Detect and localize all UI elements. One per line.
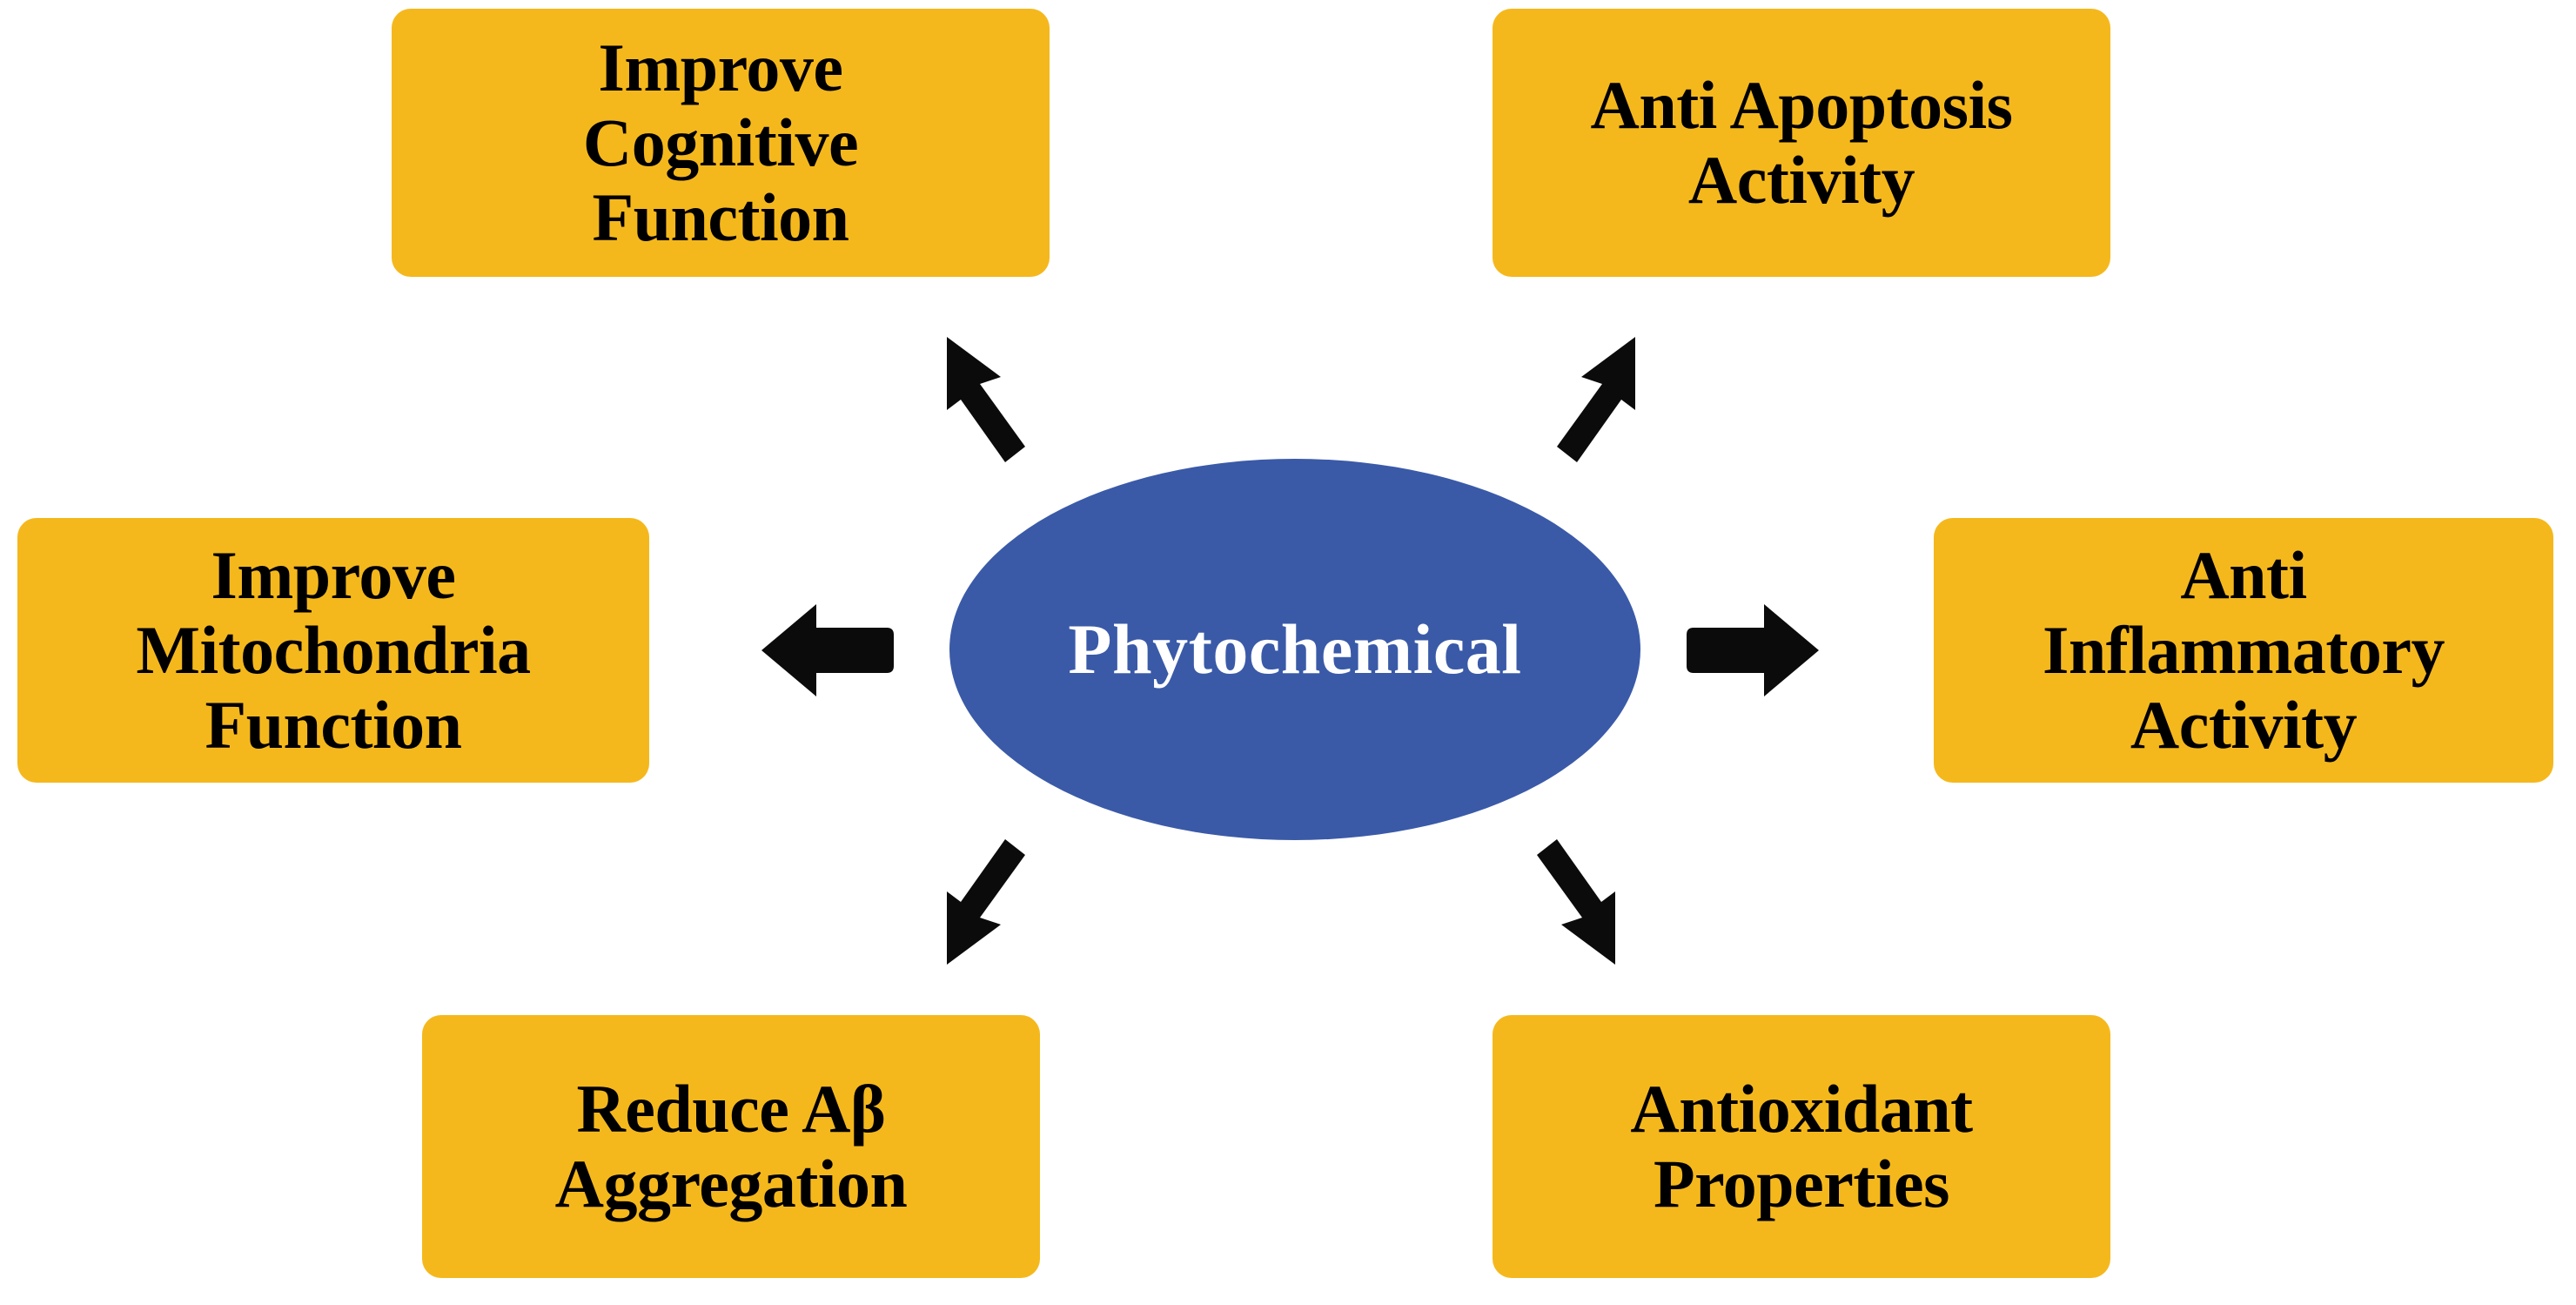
node-label-anti-apoptosis-activity: Anti Apoptosis Activity [1590,67,2014,218]
arrow-down-right-icon [1537,839,1615,965]
node-label-reduce-abeta-aggregation: Reduce Aβ Aggregation [554,1071,908,1221]
arrow-up-right-icon [1557,337,1635,462]
center-node-phytochemical[interactable]: Phytochemical [949,459,1640,840]
center-node-label: Phytochemical [1068,609,1522,689]
node-antioxidant-properties[interactable]: Antioxidant Properties [1493,1015,2110,1278]
node-label-improve-cognitive-function: Improve Cognitive Function [582,30,859,255]
node-label-improve-mitochondria-function: Improve Mitochondria Function [136,537,531,763]
arrow-left-icon [761,604,894,696]
arrow-down-left-icon [947,839,1025,965]
node-improve-mitochondria-function[interactable]: Improve Mitochondria Function [17,518,649,783]
node-label-anti-inflammatory-activity: Anti Inflammatory Activity [2043,537,2445,763]
node-label-antioxidant-properties: Antioxidant Properties [1630,1071,1973,1221]
node-anti-apoptosis-activity[interactable]: Anti Apoptosis Activity [1493,9,2110,277]
node-reduce-abeta-aggregation[interactable]: Reduce Aβ Aggregation [422,1015,1040,1278]
node-anti-inflammatory-activity[interactable]: Anti Inflammatory Activity [1934,518,2553,783]
arrow-right-icon [1687,604,1819,696]
node-improve-cognitive-function[interactable]: Improve Cognitive Function [392,9,1050,277]
arrow-up-left-icon [947,337,1025,462]
